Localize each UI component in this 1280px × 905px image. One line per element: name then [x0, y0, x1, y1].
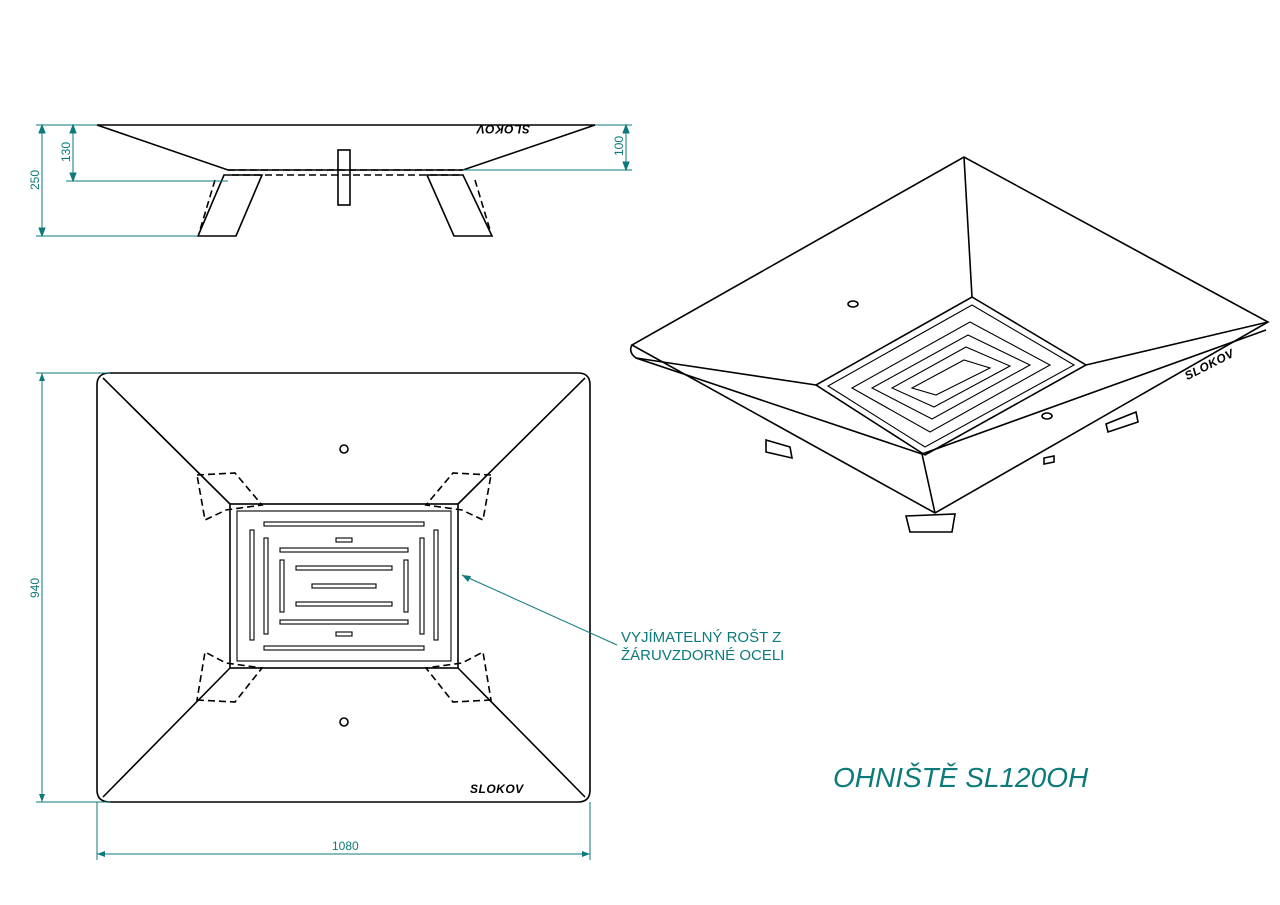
iso-grate-pattern	[850, 321, 1052, 433]
drawing-title: OHNIŠTĚ SL120OH	[833, 762, 1089, 793]
dim-depth: 940	[28, 578, 42, 598]
isometric-view: SLOKOV	[629, 156, 1270, 533]
grate-note: VYJÍMATELNÝ ROŠT Z ŽÁRUVZDORNÉ OCELI	[621, 629, 784, 665]
iso-brand-logo: SLOKOV	[1182, 346, 1237, 383]
side-brand-logo: SLOKOV	[476, 122, 530, 136]
top-view: SLOKOV 940 1080	[28, 372, 618, 860]
top-brand-logo: SLOKOV	[470, 782, 524, 796]
grate-note-line2: ŽÁRUVZDORNÉ OCELI	[621, 647, 785, 664]
dim-bowl-depth-right: 100	[612, 136, 626, 156]
side-view: SLOKOV 250 130 100	[28, 122, 632, 238]
dim-height: 250	[28, 170, 42, 190]
grate-pattern	[249, 521, 439, 651]
grate-note-line1: VYJÍMATELNÝ ROŠT Z	[621, 629, 782, 646]
dim-bowl-depth-left: 130	[59, 142, 73, 162]
dim-width: 1080	[332, 839, 359, 853]
